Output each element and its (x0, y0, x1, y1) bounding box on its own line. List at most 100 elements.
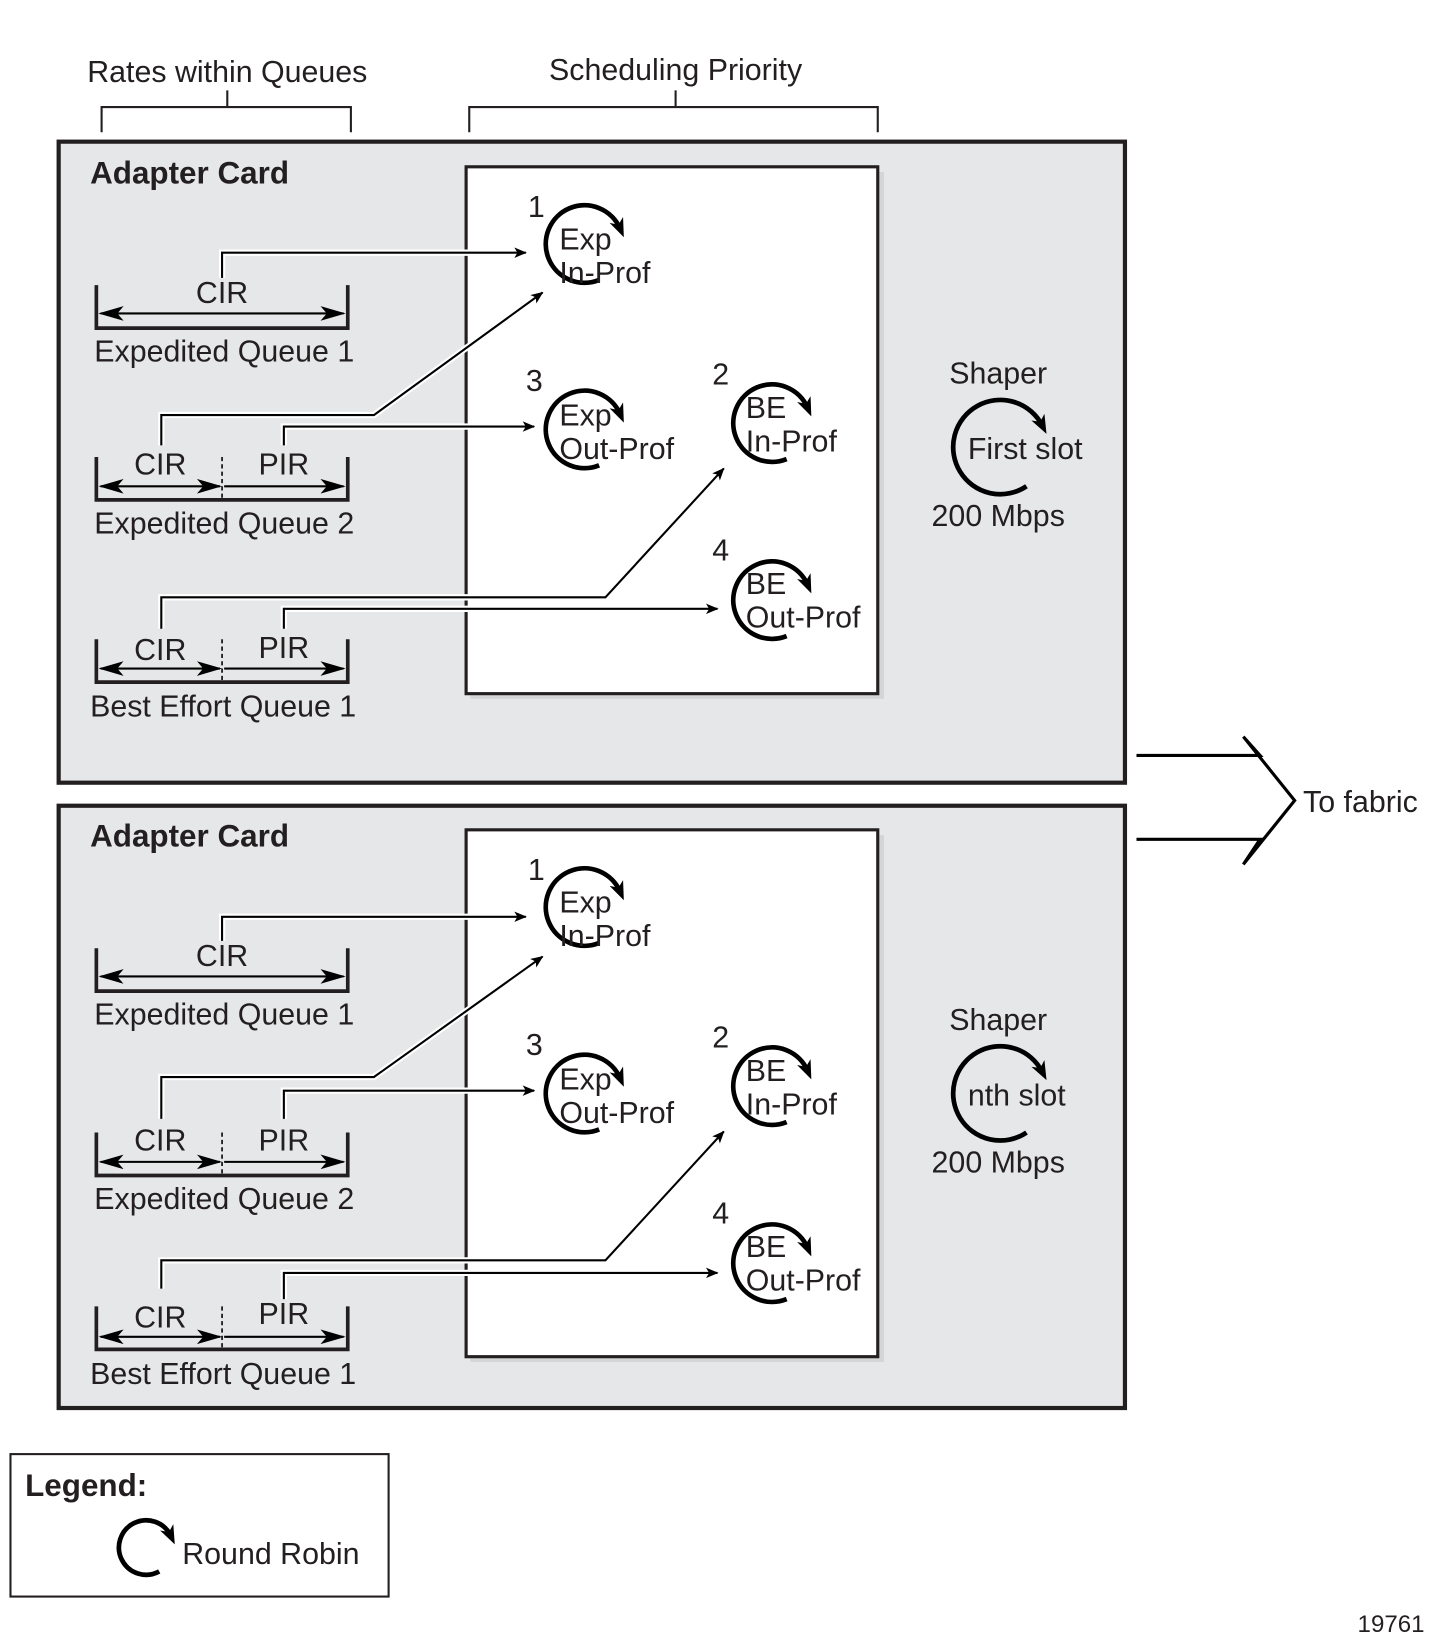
shaper-rate: 200 Mbps (932, 500, 1065, 533)
round-robin-icon (730, 382, 812, 465)
queue-expedited-2: CIR PIR Expedited Queue 2 (94, 1124, 354, 1216)
flow-eq1-cir-to-exp-inprof (221, 247, 527, 278)
queue-name: Best Effort Queue 1 (90, 1358, 356, 1391)
shaper-rate: 200 Mbps (932, 1146, 1065, 1179)
priority-bracket (468, 90, 879, 133)
flow-be1-pir-to-be-outprof (282, 1267, 719, 1300)
queue-name: Expedited Queue 2 (94, 507, 354, 540)
round-robin-icon (950, 397, 1047, 497)
rate-label-cir: CIR (134, 449, 186, 482)
scheduler-label-line1: Exp (559, 887, 611, 920)
shaper-slot: nth slot (968, 1079, 1066, 1112)
rates-bracket (100, 90, 352, 133)
scheduler-exp-outprof: 3 Exp Out-Prof (526, 1029, 675, 1135)
flow-eq2-cir-to-exp-inprof (160, 955, 544, 1119)
rate-label-pir: PIR (259, 632, 310, 665)
shaper: Shaper nth slot 200 Mbps (932, 1004, 1067, 1179)
round-robin-icon (730, 1045, 812, 1128)
scheduler-exp-inprof: 1 Exp In-Prof (528, 854, 651, 953)
scheduler-label-line1: BE (746, 392, 787, 425)
adapter-card-1: Adapter Card CIR Expedited Queue 1 CIR P… (56, 139, 1128, 785)
priority-number: 4 (712, 535, 729, 568)
priority-number: 3 (526, 365, 543, 398)
rate-label-pir: PIR (259, 1298, 310, 1331)
queue-expedited-2: CIR PIR Expedited Queue 2 (94, 449, 354, 541)
priority-label: Scheduling Priority (549, 54, 803, 87)
legend-box (9, 1453, 390, 1598)
scheduler-label-line1: Exp (559, 1064, 611, 1097)
round-robin-icon (543, 388, 624, 471)
card-title: Adapter Card (90, 819, 289, 854)
priority-number: 1 (528, 191, 545, 224)
round-robin-icon (543, 1052, 624, 1135)
scheduler-exp-outprof: 3 Exp Out-Prof (526, 365, 675, 471)
queue-bracket (94, 285, 350, 330)
flow-arrows (158, 911, 727, 1300)
rate-label-cir: CIR (134, 634, 186, 667)
scheduler-label-line2: In-Prof (746, 1089, 838, 1122)
figure-id: 19761 (1358, 1611, 1425, 1638)
scheduler-label-line1: Exp (559, 400, 611, 433)
rates-label: Rates within Queues (87, 56, 367, 89)
rate-label-pir: PIR (259, 1124, 310, 1157)
queue-name: Expedited Queue 2 (94, 1183, 354, 1216)
queue-best-effort-1: CIR PIR Best Effort Queue 1 (90, 632, 356, 724)
scheduler-label-line1: BE (746, 1231, 787, 1264)
priority-number: 3 (526, 1029, 543, 1062)
scheduler-be-inprof: 2 BE In-Prof (712, 1022, 838, 1128)
scheduling-priority-header: Scheduling Priority (468, 54, 879, 133)
flow-eq1-cir-to-exp-inprof (221, 911, 527, 941)
rate-label-cir: CIR (134, 1124, 186, 1157)
fabric-arrow-icon (1136, 735, 1297, 866)
rates-within-queues-header: Rates within Queues (87, 56, 367, 133)
round-robin-icon (730, 1222, 812, 1305)
queue-bracket (94, 456, 350, 502)
scheduler-be-outprof: 4 BE Out-Prof (712, 535, 861, 642)
queue-name: Best Effort Queue 1 (90, 691, 356, 724)
scheduler-label-line1: BE (746, 568, 787, 601)
scheduler-exp-inprof: 1 Exp In-Prof (528, 191, 651, 290)
shaper-title: Shaper (949, 358, 1047, 391)
legend-item-round-robin: Round Robin (182, 1538, 359, 1571)
scheduler-label-line2: In-Prof (559, 920, 651, 953)
scheduler-label-line2: Out-Prof (559, 433, 674, 466)
queue-best-effort-1: CIR PIR Best Effort Queue 1 (90, 1298, 356, 1391)
card-title: Adapter Card (90, 156, 289, 191)
flow-arrows (158, 247, 727, 629)
queue-name: Expedited Queue 1 (94, 999, 354, 1032)
flow-be1-cir-to-be-inprof (160, 1130, 725, 1289)
rate-label-pir: PIR (259, 449, 310, 482)
to-fabric-output: To fabric (1136, 735, 1418, 866)
scheduler-be-inprof: 2 BE In-Prof (712, 359, 838, 465)
round-robin-icon (730, 559, 812, 642)
adapter-card-2: Adapter Card CIR Expedited Queue 1 CIR P… (56, 803, 1128, 1411)
queue-bracket (94, 1306, 350, 1352)
priority-number: 4 (712, 1198, 729, 1231)
scheduler-label-line2: In-Prof (559, 257, 651, 290)
flow-eq2-cir-to-exp-inprof (160, 291, 544, 446)
flow-eq2-pir-to-exp-outprof (282, 1085, 536, 1119)
scheduler-label-line1: Exp (559, 224, 611, 257)
flow-be1-pir-to-be-outprof (282, 603, 719, 629)
to-fabric-label: To fabric (1303, 786, 1418, 819)
shaper-slot: First slot (968, 433, 1083, 466)
scheduler-label-line2: Out-Prof (559, 1097, 674, 1130)
scheduler-label-line1: BE (746, 1055, 787, 1088)
legend-title: Legend: (25, 1468, 147, 1503)
queue-bracket (94, 1132, 350, 1178)
shaper: Shaper First slot 200 Mbps (932, 358, 1084, 533)
queue-bracket (94, 948, 350, 993)
queue-expedited-1: CIR Expedited Queue 1 (94, 940, 354, 1032)
shaper-title: Shaper (949, 1004, 1047, 1037)
queue-bracket (94, 639, 350, 684)
flow-eq2-pir-to-exp-outprof (282, 421, 536, 446)
queue-expedited-1: CIR Expedited Queue 1 (94, 277, 354, 369)
round-robin-icon (116, 1517, 175, 1578)
priority-number: 1 (528, 854, 545, 887)
priority-number: 2 (712, 1022, 729, 1055)
scheduler-label-line2: In-Prof (746, 426, 838, 459)
scheduler-label-line2: Out-Prof (746, 602, 861, 635)
scheduler-be-outprof: 4 BE Out-Prof (712, 1198, 861, 1305)
queue-name: Expedited Queue 1 (94, 336, 354, 369)
